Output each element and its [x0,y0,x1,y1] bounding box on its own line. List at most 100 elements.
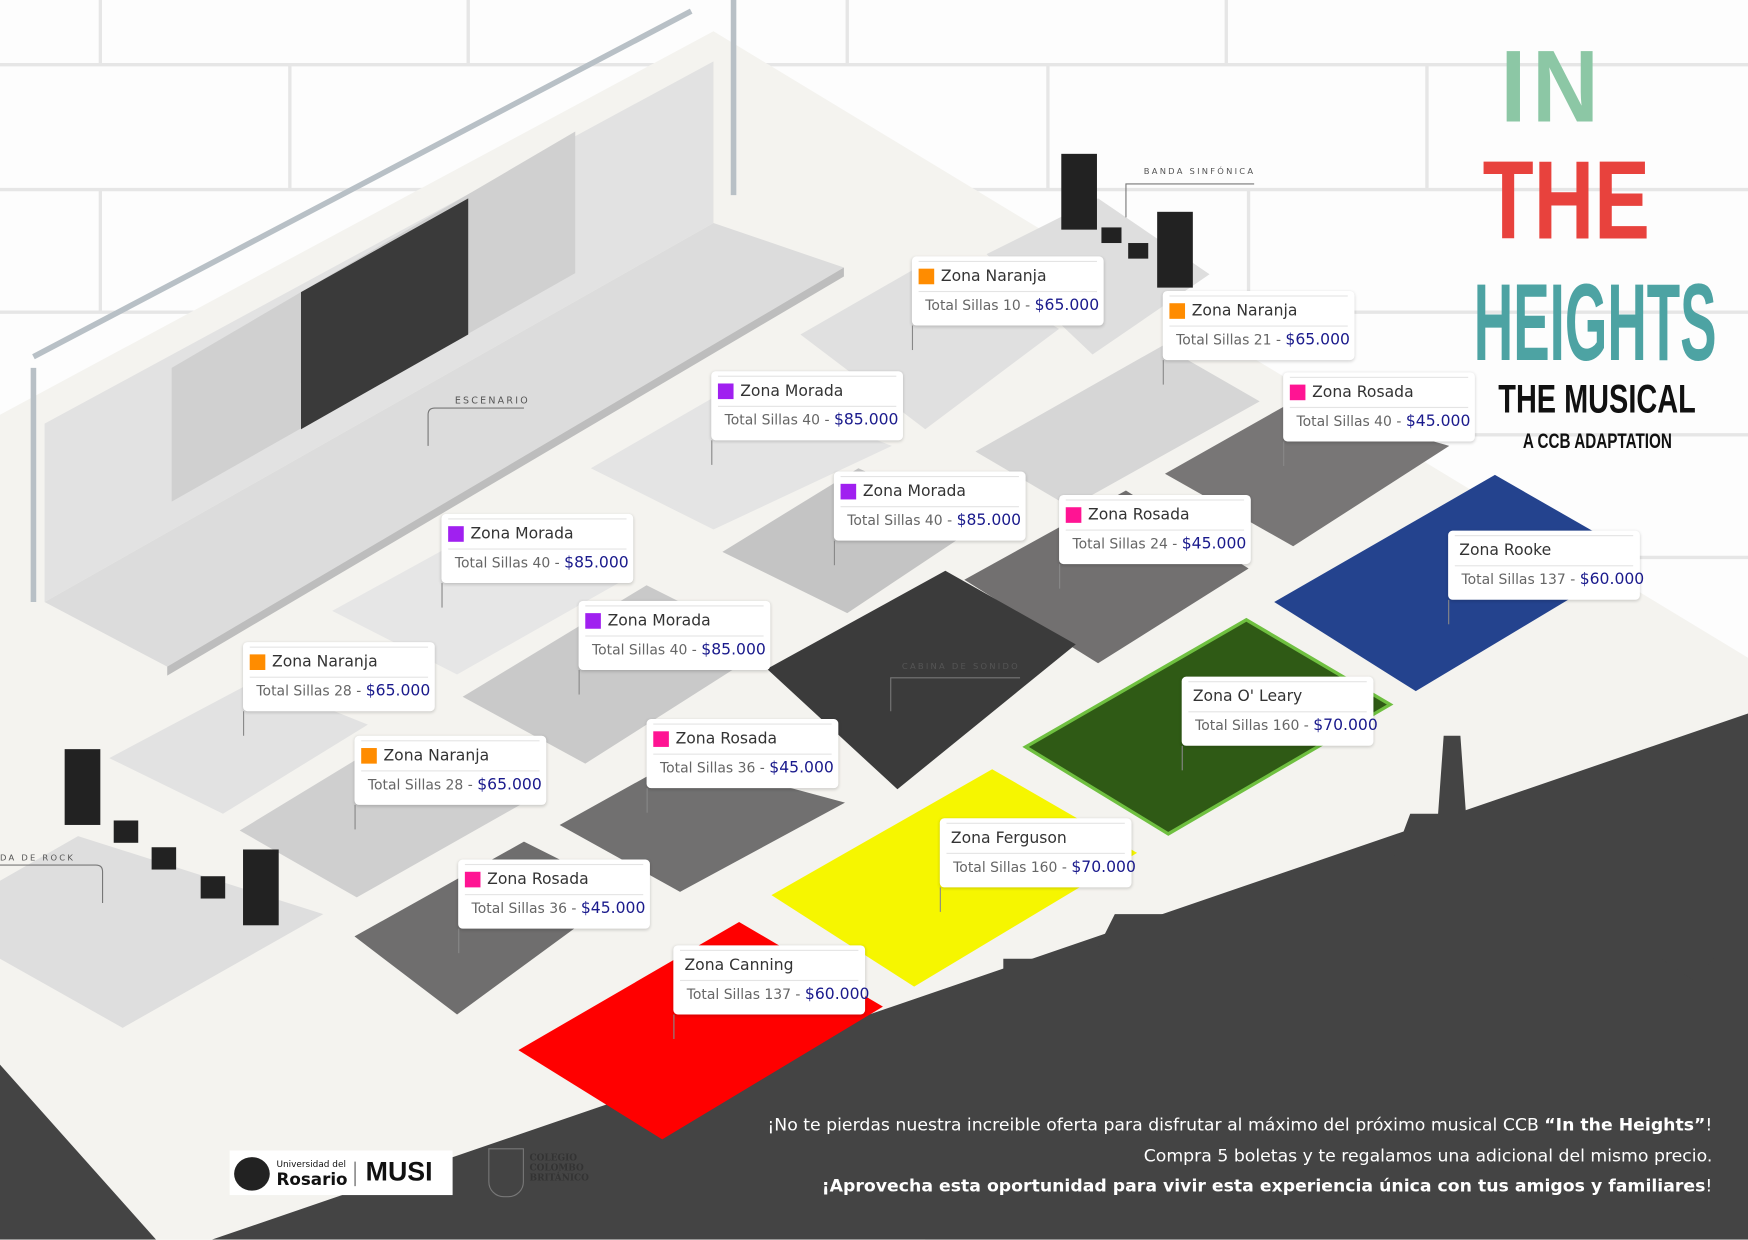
zone-card-title: Zona Naranja [1169,295,1348,327]
card-pointer [458,928,460,954]
zone-card[interactable]: Zona Morada Total Sillas 40 -$85.000 [441,513,634,608]
zone-card-title: Zona Rosada [653,723,832,755]
zone-color-swatch [1065,507,1082,523]
promo-line-1: ¡No te pierdas nuestra increible oferta … [767,1114,1713,1135]
zone-name: Zona Naranja [272,653,378,672]
zone-card[interactable]: Zona Morada Total Sillas 40 -$85.000 [833,471,1026,566]
card-pointer [711,440,713,465]
zone-color-swatch [361,748,377,764]
zone-name: Zona Rosada [1088,506,1190,524]
zone-price: $45.000 [580,899,646,918]
zone-card-title: Zona Naranja [918,260,1097,293]
zone-price: $85.000 [701,641,766,659]
zone-seats: Total Sillas 36 -$45.000 [659,759,834,778]
zone-card[interactable]: Zona Naranja Total Sillas 28 -$65.000 [354,735,547,830]
zone-name: Zona Morada [740,382,844,401]
ground-left [0,1064,157,1240]
stage-screen [300,198,469,430]
zone-seats: Total Sillas 24 -$45.000 [1072,535,1247,553]
rock-band-label: DA DE ROCK [0,852,76,863]
zone-price: $85.000 [564,554,629,572]
zone-seats: Total Sillas 40 -$85.000 [847,511,1022,530]
stage-label: ESCENARIO [454,395,530,407]
card-pointer [646,788,648,813]
card-pointer [354,804,356,830]
zone-card-title: Zona Morada [448,518,627,550]
zone-color-swatch [585,613,601,629]
zone-seats: Total Sillas 160 -$70.000 [1195,716,1378,735]
rosario-musi-logo: Universidad del Rosario MUSI [229,1150,453,1196]
zone-card[interactable]: Zona Naranja Total Sillas 21 -$65.000 [1162,290,1355,385]
zone-card[interactable]: Zona O' Leary Total Sillas 160 -$70.000 [1181,676,1378,771]
zone-seats: Total Sillas 10 -$65.000 [925,296,1100,315]
zone-price: $65.000 [365,682,431,701]
zone-seats: Total Sillas 137 -$60.000 [686,985,870,1004]
zone-seats: Total Sillas 40 -$45.000 [1296,412,1471,431]
zone-price: $85.000 [956,511,1022,530]
zone-price: $45.000 [1181,535,1247,553]
zone-card-title: Zona Canning [680,949,859,982]
zone-card-title: Zona Morada [585,605,764,637]
zone-seats: Total Sillas 160 -$70.000 [953,858,1136,877]
zone-card[interactable]: Zona Rosada Total Sillas 24 -$45.000 [1059,494,1251,589]
zone-card[interactable]: Zona Rooke Total Sillas 137 -$60.000 [1448,530,1644,625]
zone-price: $60.000 [804,985,870,1004]
zone-card[interactable]: Zona Rosada Total Sillas 36 -$45.000 [458,859,650,954]
zone-name: Zona Rosada [487,870,589,889]
zone-name: Zona Rosada [1312,383,1414,402]
ccb-crest-icon [488,1148,524,1198]
zone-card[interactable]: Zona Morada Total Sillas 40 -$85.000 [711,371,903,465]
zone-card-title: Zona Rosada [464,863,644,896]
zone-card-title: Zona Morada [717,375,897,407]
zone-seats: Total Sillas 40 -$85.000 [454,554,629,572]
zone-name: Zona Morada [862,482,966,501]
zone-color-swatch [653,731,669,747]
zone-card-title: Zona Rosada [1289,376,1469,409]
zone-card[interactable]: Zona Rosada Total Sillas 36 -$45.000 [646,719,839,813]
zone-name: Zona Ferguson [950,829,1067,848]
rosario-crest-icon [234,1157,270,1191]
zone-name: Zona Rosada [675,730,778,749]
zone-card[interactable]: Zona Naranja Total Sillas 28 -$65.000 [243,642,435,736]
zone-seats: Total Sillas 28 -$65.000 [256,682,431,701]
zone-color-swatch [249,654,266,670]
truss-icon [30,0,737,602]
zone-price: $45.000 [1405,412,1471,431]
zone-seats: Total Sillas 40 -$85.000 [724,411,899,430]
zone-color-swatch [918,268,935,285]
zone-color-swatch [1169,303,1186,319]
zone-name: Zona Naranja [383,746,490,765]
zone-seats: Total Sillas 21 -$65.000 [1176,331,1350,349]
zone-color-swatch [464,871,481,888]
zone-name: Zona Rooke [1459,541,1552,560]
zone-name: Zona Naranja [940,267,1047,286]
zone-card[interactable]: Zona Ferguson Total Sillas 160 -$70.000 [939,818,1136,912]
zone-price: $65.000 [477,775,542,794]
promo-line-2: Compra 5 boletas y te regalamos una adic… [1143,1146,1713,1167]
zone-card[interactable]: Zona Canning Total Sillas 137 -$60.000 [673,945,869,1039]
card-pointer [939,887,941,912]
zone-price: $70.000 [1313,716,1378,735]
zone-card[interactable]: Zona Rosada Total Sillas 40 -$45.000 [1283,372,1475,466]
city-skyline [925,735,1748,1240]
zone-card-title: Zona Ferguson [946,822,1125,854]
zone-name: Zona Morada [470,525,574,543]
card-pointer [1059,564,1061,589]
card-pointer [1181,745,1183,771]
zone-name: Zona Morada [607,612,711,630]
band-label: BANDA SINFÓNICA [1143,166,1256,177]
card-pointer [441,583,443,608]
zone-card-title: Zona Naranja [361,740,540,772]
card-pointer [1162,360,1164,385]
zone-price: $85.000 [833,411,899,430]
zone-price: $65.000 [1034,296,1100,315]
zone-card[interactable]: Zona Morada Total Sillas 40 -$85.000 [578,600,771,695]
sound-booth-label: CABINA DE SONIDO [901,661,1020,672]
in-the-heights-logo: IN THE HEIGHTS THE MUSICAL A CCB ADAPTAT… [1473,30,1717,454]
zone-card[interactable]: Zona Naranja Total Sillas 10 -$65.000 [911,256,1104,351]
zone-price: $60.000 [1579,570,1645,589]
zone-seats: Total Sillas 137 -$60.000 [1461,570,1645,589]
zone-seats: Total Sillas 28 -$65.000 [367,775,542,794]
card-pointer [578,669,580,695]
